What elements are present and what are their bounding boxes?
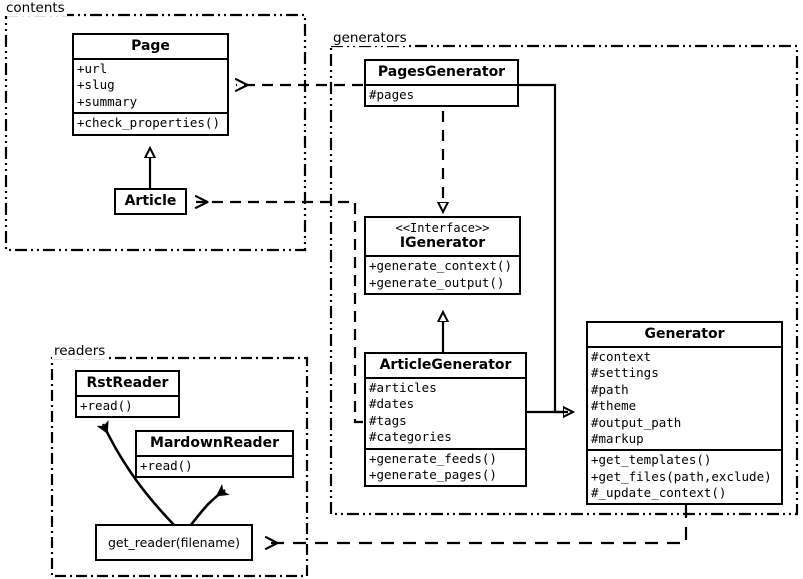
dependency-articlegenerator-article: [194, 195, 363, 424]
class-attributes-generator: #context #settings #path #theme #output_…: [588, 346, 781, 449]
package-label-readers: readers: [52, 343, 108, 359]
method: +get_files(path,exclude): [591, 468, 772, 484]
attribute: +url: [77, 61, 108, 77]
class-attributes-page: +url +slug +summary: [74, 58, 227, 112]
class-box-pagesgenerator[interactable]: PagesGenerator #pages: [364, 59, 519, 108]
attribute: #theme: [591, 398, 637, 414]
method: #_update_context(): [591, 485, 727, 501]
class-methods-igenerator: +generate_context() +generate_output(): [366, 255, 519, 293]
class-box-page[interactable]: Page +url +slug +summary +check_properti…: [72, 33, 229, 136]
class-methods-page: +check_properties(): [74, 112, 227, 133]
class-box-articlegenerator[interactable]: ArticleGenerator #articles #dates #tags …: [364, 352, 527, 488]
class-methods-mardownreader: +read(): [137, 455, 292, 476]
attribute: +slug: [77, 77, 115, 93]
attribute: #markup: [591, 430, 644, 446]
package-frame-readers: [50, 356, 309, 578]
method: +generate_context(): [369, 258, 512, 274]
attribute: #articles: [369, 380, 437, 396]
class-title-mardownreader: MardownReader: [150, 435, 279, 451]
attribute: #categories: [369, 429, 452, 445]
class-box-rstreader[interactable]: RstReader +read(): [75, 370, 180, 419]
attribute: #path: [591, 381, 629, 397]
method: +read(): [80, 398, 133, 414]
method: +read(): [140, 458, 193, 474]
call-getreader-rstreader: [103, 424, 176, 527]
attribute: #output_path: [591, 414, 682, 430]
attribute: #settings: [591, 365, 659, 381]
function-label-get-reader: get_reader(filename): [108, 535, 240, 550]
method: +generate_feeds(): [369, 450, 497, 466]
class-title-rstreader: RstReader: [86, 375, 169, 391]
class-methods-articlegenerator: +generate_feeds() +generate_pages(): [366, 447, 525, 486]
dependency-generator-getreader: [264, 505, 688, 550]
attribute: +summary: [77, 93, 138, 109]
class-box-article[interactable]: Article: [114, 188, 187, 216]
package-label-contents: contents: [4, 0, 67, 16]
attribute: #tags: [369, 412, 407, 428]
class-stereotype-igenerator: <<Interface>>: [395, 221, 490, 235]
method: +generate_output(): [369, 274, 505, 290]
method: +generate_pages(): [369, 466, 497, 482]
class-methods-generator: +get_templates() +get_files(path,exclude…: [588, 449, 781, 503]
function-box-get-reader[interactable]: get_reader(filename): [95, 524, 253, 561]
class-attributes-pagesgenerator: #pages: [366, 84, 517, 105]
class-methods-rstreader: +read(): [77, 395, 178, 416]
class-name-igenerator: IGenerator: [399, 235, 486, 252]
class-title-igenerator: <<Interface>> IGenerator: [366, 218, 519, 255]
class-title-page: Page: [131, 38, 170, 54]
class-box-igenerator[interactable]: <<Interface>> IGenerator +generate_conte…: [364, 216, 521, 296]
class-box-generator[interactable]: Generator #context #settings #path #them…: [586, 321, 783, 506]
method: +check_properties(): [77, 115, 220, 131]
class-title-article: Article: [124, 193, 177, 209]
attribute: #pages: [369, 87, 415, 103]
method: +get_templates(): [591, 452, 712, 468]
attribute: #context: [591, 349, 652, 365]
class-title-generator: Generator: [644, 326, 725, 342]
package-frame-contents: [4, 13, 307, 252]
class-box-mardownreader[interactable]: MardownReader +read(): [135, 430, 294, 479]
package-label-generators: generators: [331, 30, 409, 46]
attribute: #dates: [369, 396, 415, 412]
package-frame-generators: [329, 44, 799, 516]
call-getreader-mardownreader: [188, 490, 225, 527]
class-attributes-articlegenerator: #articles #dates #tags #categories: [366, 377, 525, 448]
class-title-articlegenerator: ArticleGenerator: [379, 357, 512, 373]
class-title-pagesgenerator: PagesGenerator: [377, 64, 506, 80]
